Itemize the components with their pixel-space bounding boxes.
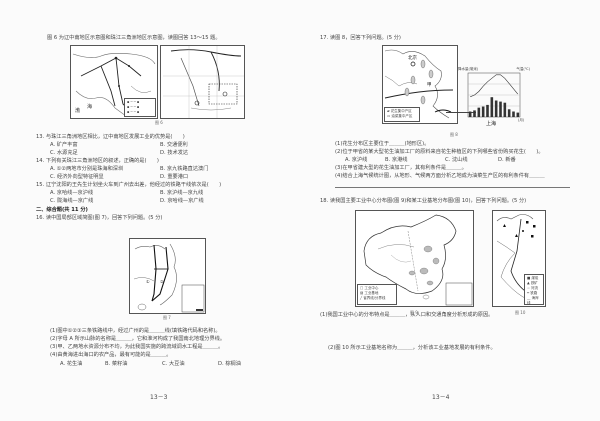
precip-bar xyxy=(494,100,498,117)
map-north-china: 北京 甲 ▰ 花生集中产区 ▭ 油菜集中产区 xyxy=(382,45,458,124)
map-industry-base: ■ 煤炭 ▲ 铁矿 ∼ 河流 ━ 铁路 ﹏ 海岸线 xyxy=(492,210,546,307)
intro-text: 图 6 为辽中南地区示意图和珠江三角洲地区示意图，读图回答 13～15 题。 xyxy=(47,35,221,41)
q15-stem: 15. 辽宁沈阳的王先生计划坐火车到广州去出差，他经过的铁路干线依次是( ) xyxy=(36,182,222,188)
q17-option-b[interactable]: B. 京港线 xyxy=(385,157,408,163)
climate-chart-shanghai: 降水量(毫米) 气温(℃) (月) 上海 xyxy=(458,67,530,127)
q14-option-a[interactable]: A. ①②两地市分别是珠海和深圳 xyxy=(50,166,124,172)
q13-option-a[interactable]: A. 矿产丰富 xyxy=(50,142,78,148)
china-industry-map-icon xyxy=(363,214,473,306)
map-legend: ▪ ─ ─ ▪▪ ─ ─ ▪▪ ─ ─ ▪ xyxy=(124,98,156,117)
svg-text:甲: 甲 xyxy=(427,82,432,88)
fig9-legend: □ 工业中心 ▨ 工业基地 ╱ 省界线/分界线 xyxy=(357,284,397,305)
legend-iron: ▲ 铁矿 xyxy=(527,281,538,285)
q16-sub4: (4)由黄海进出海口的农产品，最有可能的是＿＿＿。 xyxy=(50,352,172,358)
q18-stem: 18. 读我国主要工业中心分布图(图 9)和某工业基地分布图(图 10)，回答下… xyxy=(320,198,527,204)
north-china-map-icon: 北京 甲 xyxy=(384,49,454,119)
legend-industry-center: □ 工业中心 xyxy=(360,286,379,290)
q16-option-d[interactable]: D. 棕榈油 xyxy=(218,361,241,367)
q13-option-d[interactable]: D. 技术发达 xyxy=(160,150,189,156)
q17-option-c[interactable]: C. 沈山线 xyxy=(445,157,468,163)
q14-option-b[interactable]: B. 京九铁路直达澳门 xyxy=(160,166,209,172)
page-number-left: 13－3 xyxy=(150,394,168,401)
china-region-map-icon: ① ② xyxy=(133,243,205,313)
q17-sub4: (4)结合上海气候统计图，从地形、气候两方面分析乙地成为油菜生产区的有利条件有＿… xyxy=(335,173,545,179)
q16-option-c[interactable]: C. 大豆油 xyxy=(162,361,185,367)
chart-city-label: 上海 xyxy=(486,121,497,127)
precip-bar xyxy=(499,101,502,117)
q17-sub1: (1)花生分布区主要位于＿＿＿(地形区)。 xyxy=(335,141,430,147)
q13-stem: 13. 与珠江三角洲地区相比，辽中南地区发展工业的优势是( ) xyxy=(36,134,185,140)
precip-bar xyxy=(512,111,515,117)
chart-ylabel-left: 降水量(毫米) xyxy=(458,67,479,71)
figure-8-caption: 图 8 xyxy=(450,132,458,137)
section-title: 二、综合题(共 11 分) xyxy=(36,207,88,213)
legend-coast: ﹏ 海岸线 xyxy=(527,296,539,305)
q15-option-b[interactable]: B. 京沪线—京九线 xyxy=(160,190,204,196)
connector-line xyxy=(446,112,476,113)
map-china-industry: □ 工业中心 ▨ 工业基地 ╱ 省界线/分界线 xyxy=(355,210,474,307)
q16-sub1: (1)图中①②③三条铁路线中，经过广州的是＿＿＿线(填铁路代码和名称)。 xyxy=(50,328,221,334)
figure-6-caption: 图 6 xyxy=(155,120,163,125)
q15-option-d[interactable]: D. 京哈线—京广线 xyxy=(160,198,204,204)
q17-option-a[interactable]: A. 京沪线 xyxy=(345,157,368,163)
figure-7-caption: 图 7 xyxy=(163,315,171,320)
q16-option-b[interactable]: B. 菜籽油 xyxy=(105,361,128,367)
page-left: 图 6 为辽中南地区示意图和珠江三角洲地区示意图，读图回答 13～15 题。 渤… xyxy=(36,35,245,401)
svg-text:北京: 北京 xyxy=(408,54,417,61)
svg-text:渤: 渤 xyxy=(75,107,80,114)
svg-text:②: ② xyxy=(160,279,164,284)
map-liaozhongnan: 渤 海 ▪ ─ ─ ▪▪ ─ ─ ▪▪ ─ ─ ▪ xyxy=(70,45,158,119)
q15-option-c[interactable]: C. 陇海线—京广线 xyxy=(50,198,94,204)
q14-option-d[interactable]: D. 重要港口 xyxy=(160,174,189,180)
page-number-right: 13－4 xyxy=(432,394,450,401)
legend-rapeseed: ▭ 油菜集中产区 xyxy=(387,114,413,118)
industry-base-map-icon xyxy=(496,214,542,299)
precip-bar xyxy=(516,112,520,117)
chart-ylabel-right: 气温(℃) xyxy=(516,67,530,71)
legend-boundary: ╱ 省界线/分界线 xyxy=(360,296,386,300)
precip-bar xyxy=(477,107,481,117)
q16-option-a[interactable]: A. 花生油 xyxy=(60,361,83,367)
map-zhujiang-delta xyxy=(160,45,245,119)
q16-sub2: (2)字母 A 所示山脉的名称是＿＿＿，它和淮河构成了我国南北地理分界线。 xyxy=(50,336,226,342)
q18-sub2: (2)图 10 所示工业基地名称为＿＿＿，分析该工业基地发展的有利条件。 xyxy=(328,345,496,351)
figure-9-caption: 图 9 xyxy=(410,310,418,315)
page-right: 17. 读图 8，回答下列问题。(5 分) 北京 甲 ▰ 花生集中产区 ▭ 油菜… xyxy=(300,0,600,421)
q14-option-c[interactable]: C. 经济外向型特征明显 xyxy=(50,174,104,180)
legend-river: ∼ 河流 xyxy=(527,286,539,290)
precip-bar xyxy=(503,102,507,117)
map-china-region: ① ② xyxy=(129,238,206,314)
q13-option-c[interactable]: C. 水源充足 xyxy=(50,150,78,156)
q17-sub2: (2)位于甲省的某大型花生油加工厂的原料来自花生种植区的下列哪些省份购买花生( … xyxy=(335,149,544,155)
q13-option-b[interactable]: B. 交通便利 xyxy=(160,142,188,148)
precip-bar xyxy=(473,110,476,117)
q17-option-d[interactable]: D. 新番 xyxy=(498,157,516,163)
q17-sub3: (3)在甲省建大型的花生油加工厂，其有利条件是＿＿＿。 xyxy=(335,165,467,171)
precip-bar xyxy=(486,104,489,117)
legend-industry-base: ▨ 工业基地 xyxy=(360,291,379,295)
q14-stem: 14. 下列有关珠江三角洲地区的叙述，正确的是( ) xyxy=(36,158,159,164)
fig10-legend: ■ 煤炭 ▲ 铁矿 ∼ 河流 ━ 铁路 ﹏ 海岸线 xyxy=(524,274,544,305)
chart-xlabel: (月) xyxy=(518,118,525,122)
q17-stem: 17. 读图 8，回答下列问题。(5 分) xyxy=(320,35,401,41)
legend-coal: ■ 煤炭 xyxy=(527,276,539,280)
precip-bar xyxy=(507,109,511,117)
svg-text:海: 海 xyxy=(87,103,92,110)
climate-chart-svg xyxy=(467,72,521,118)
legend-peanut: ▰ 花生集中产区 xyxy=(387,109,412,113)
svg-text:①: ① xyxy=(146,279,150,284)
q18-sub1: (1)我国工业中心的分布特点是＿＿＿，从人口和交通角度分析形成的原因。 xyxy=(320,312,494,318)
precip-bar xyxy=(468,111,472,117)
q17-answer-line[interactable] xyxy=(335,186,570,188)
q16-sub3: (3)甲、乙两地水资源分布不均，为此我国实施的跨流域调水工程是＿＿＿。 xyxy=(50,344,224,350)
legend-railway: ━ 铁路 xyxy=(527,291,538,295)
figure-10-caption: 图 10 xyxy=(515,310,526,315)
precip-bar xyxy=(481,106,485,117)
q15-option-a[interactable]: A. 京哈线—京沪线 xyxy=(50,190,94,196)
precip-bar xyxy=(490,97,494,117)
zhujiang-delta-map-icon xyxy=(163,46,244,118)
q16-stem: 16. 读中国局部区域简图(图 7)，回答下列问题。(5 分) xyxy=(36,215,163,221)
fig8-legend: ▰ 花生集中产区 ▭ 油菜集中产区 xyxy=(384,107,420,122)
